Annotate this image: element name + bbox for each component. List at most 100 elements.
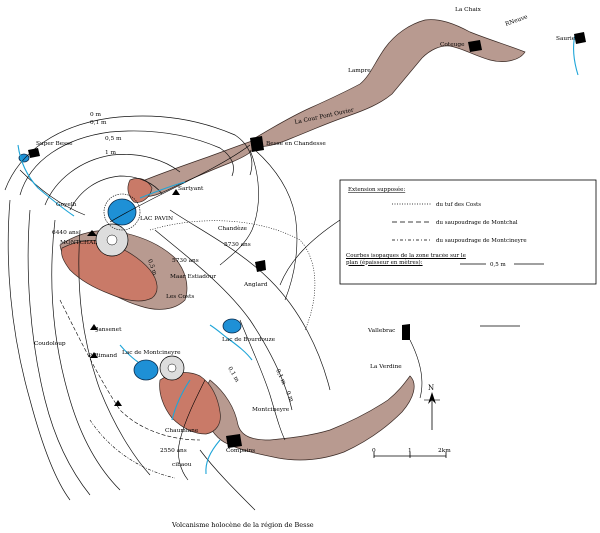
map-title: Volcanisme holocène de la région de Bess…: [171, 521, 314, 529]
road-6: [19, 169, 86, 216]
road-8: [409, 339, 423, 399]
label-cibaou-age: 2550 ans: [160, 448, 187, 454]
contour-south-g: [199, 449, 256, 511]
scale-end: 2km: [438, 448, 451, 454]
anglard-marker: [255, 260, 266, 272]
label-chaumiane: Chaumiane: [165, 428, 199, 434]
besse-marker: [250, 136, 264, 152]
contour-0m-outer: [4, 115, 253, 191]
label-jansenet: Jansenet: [95, 327, 122, 333]
legend-item-montchal: du saupoudrage de Montchal: [436, 220, 518, 226]
label-vallebrac: Vallebrac: [367, 328, 395, 334]
legend-title: Extension supposée:: [348, 186, 405, 193]
compains-marker: [226, 434, 242, 448]
north-arrow: N: [424, 384, 440, 430]
super-besse-marker: [28, 148, 40, 158]
contour-east-f: [154, 229, 293, 411]
label-cibaou: cibaou: [172, 462, 192, 468]
river-pavin-outlet: [139, 181, 186, 199]
river-compains: [205, 439, 221, 475]
road-5: [279, 219, 341, 286]
pavin-rim: [103, 193, 141, 231]
label-chandeze: Chandèze: [218, 225, 248, 232]
label-rneuve: RNeuve: [505, 14, 529, 28]
summit-4: [114, 400, 122, 406]
label-montcineyre: Montcineyre: [252, 407, 290, 413]
montcineyre-cone: [159, 355, 185, 381]
craters: [95, 193, 185, 381]
lava-flow-montcineyre-dark: [159, 372, 221, 435]
lac-montcineyre-lake: [133, 359, 159, 381]
sartyant-summit: [172, 189, 180, 195]
road-3: [254, 149, 298, 301]
label-lampre: Lampre: [348, 68, 371, 74]
label-p-rimand: P. Rimand: [88, 353, 117, 359]
contour-label-05m: 0,5 m: [105, 136, 122, 142]
legend-isopach-value: 0,5 m: [490, 262, 506, 268]
river-south: [171, 379, 191, 421]
vallebrac-marker: [402, 324, 410, 340]
lava-flow-couze-upper: [254, 19, 526, 147]
legend-box: [339, 179, 597, 285]
north-label: N: [428, 384, 434, 392]
label-coteuge: Coteuge: [440, 42, 465, 48]
lac-pavin-lake: [107, 198, 137, 226]
label-lac-pavin: LAC PAVIN: [140, 216, 173, 222]
contour-east-e: [169, 209, 331, 391]
coteuge-marker: [468, 40, 482, 52]
label-besse: Besse en Chandesse: [266, 141, 326, 147]
contour-label-0m: 0 m: [90, 112, 102, 118]
legend-item-costs: du tuf des Costs: [436, 202, 481, 208]
road-1: [109, 144, 251, 223]
road-2: [219, 149, 259, 266]
label-goyelh-age: 6440 ans: [52, 230, 79, 236]
label-les-costs: Les Costs: [166, 294, 194, 300]
legend-item-montcineyre: du saupoudrage de Montcineyre: [436, 238, 527, 244]
label-estiadour-age: 5730 ans: [172, 258, 199, 264]
scale-mid: 1: [408, 448, 412, 454]
lakes: [18, 153, 242, 381]
contour-west-b: [27, 209, 91, 496]
contour-label-05m-b: 0,5 m: [146, 259, 157, 277]
saurier-marker: [574, 32, 586, 44]
label-coudoloup: Coudoloup: [34, 341, 66, 347]
label-lac-montcineyre: Lac de Montcineyre: [122, 350, 181, 356]
contour-west-a: [7, 199, 71, 501]
towns: [28, 32, 586, 448]
contour-01m-outer: [19, 130, 234, 196]
label-sartyant: Sartyant: [178, 186, 204, 192]
scale-bar: 0 1 2km: [372, 448, 451, 458]
river-montcineyre: [119, 344, 139, 363]
label-lac-bourdouze: Lac de Bourdouze: [222, 337, 276, 343]
rimand-summit: [90, 352, 98, 358]
label-la-verdine: La Verdine: [370, 364, 402, 370]
montchal-summit: [87, 230, 97, 236]
lava-flow-pavin-dark: [127, 178, 153, 203]
label-super-besse: Super Besse: [36, 141, 73, 147]
label-la-chaix: La Chaix: [455, 7, 482, 13]
river-saurier: [573, 34, 579, 76]
rivers: [17, 34, 579, 475]
label-compains: Compains: [226, 448, 255, 454]
contour-label-1m: 1 m: [105, 150, 117, 156]
river-bourdouze: [209, 324, 253, 361]
label-chandeze-age: 5730 ans: [224, 242, 251, 248]
contour-05m: [44, 154, 181, 206]
contour-inner-d: [78, 229, 151, 476]
contour-west-c: [51, 219, 121, 491]
lava-flows-dark: [61, 178, 221, 435]
lac-bourdouze-lake: [222, 318, 242, 334]
label-anglard: Anglard: [243, 282, 268, 288]
roads: [19, 144, 423, 481]
legend: Extension supposée: du tuf des Costs du …: [339, 179, 597, 285]
montchal-cone: [95, 223, 129, 257]
road-7: [178, 379, 206, 481]
label-saurier: Saurier: [556, 36, 578, 42]
isopach-contours: [4, 115, 331, 511]
contour-label-01m-b: 0,1 m: [274, 368, 287, 386]
contour-1m: [69, 175, 163, 211]
label-montchal: MONTCHAL: [60, 240, 97, 246]
extension-lines: [59, 220, 316, 479]
